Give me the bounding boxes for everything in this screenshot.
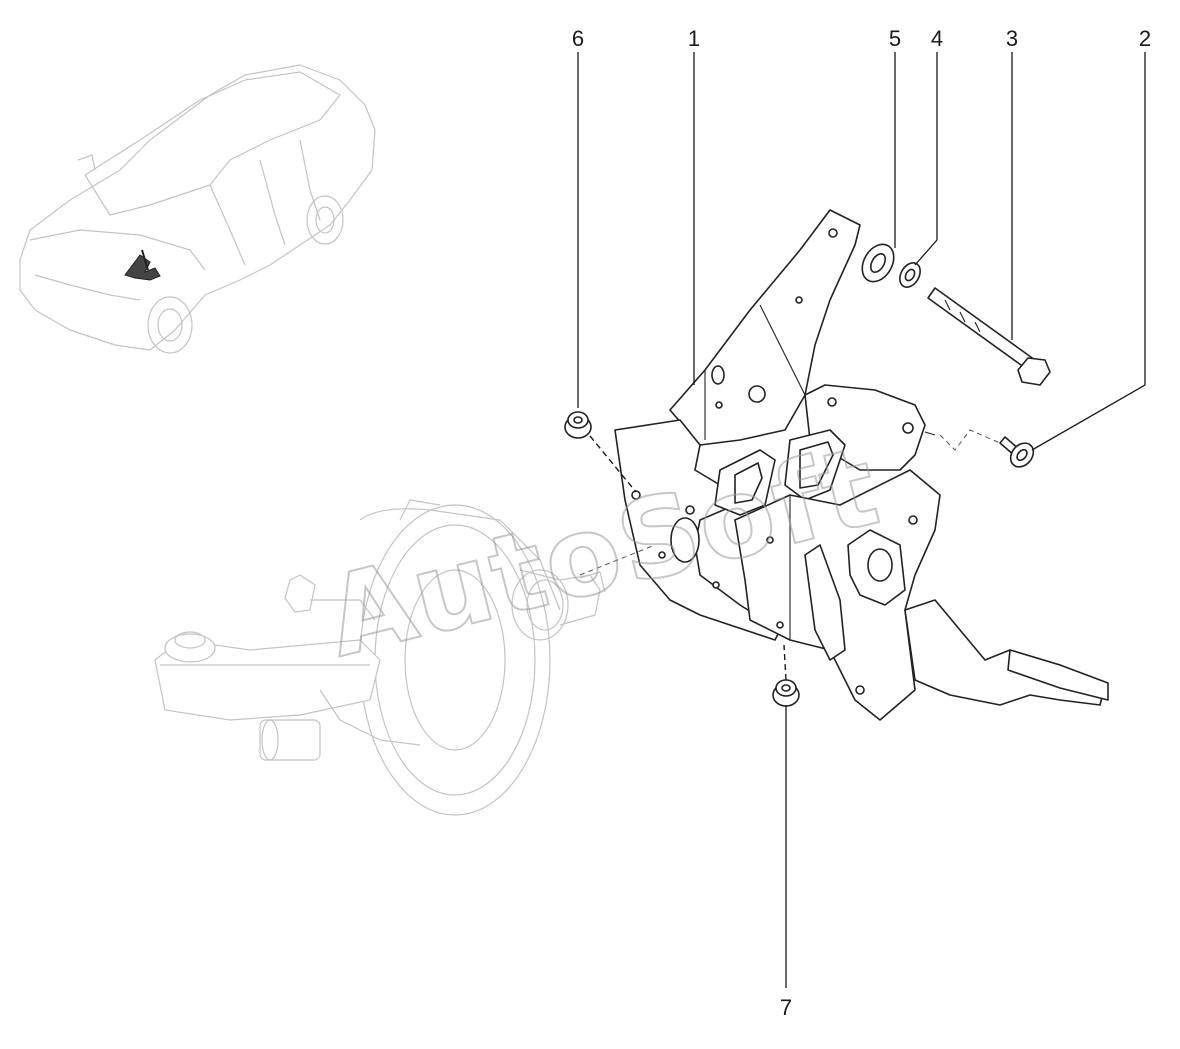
callout-1: 1 [688, 26, 700, 51]
leader-lines [577, 52, 1146, 988]
washer-small [899, 262, 921, 288]
flange-nut-lower [772, 679, 800, 707]
washer-large [861, 243, 895, 283]
bolt-short [999, 436, 1035, 468]
callout-2: 2 [1139, 26, 1151, 51]
callout-3: 3 [1006, 26, 1018, 51]
callout-4: 4 [931, 26, 943, 51]
bolt-long [927, 287, 1051, 386]
assembly-axis-lines [579, 429, 1001, 681]
vehicle-locator-illustration [19, 64, 376, 354]
pedal-bracket-assembly [614, 209, 1109, 721]
callout-5: 5 [889, 26, 901, 51]
flange-nut-upper [564, 411, 592, 439]
callout-7: 7 [780, 995, 792, 1020]
brake-booster-illustration [154, 499, 606, 816]
callout-6: 6 [572, 26, 584, 51]
